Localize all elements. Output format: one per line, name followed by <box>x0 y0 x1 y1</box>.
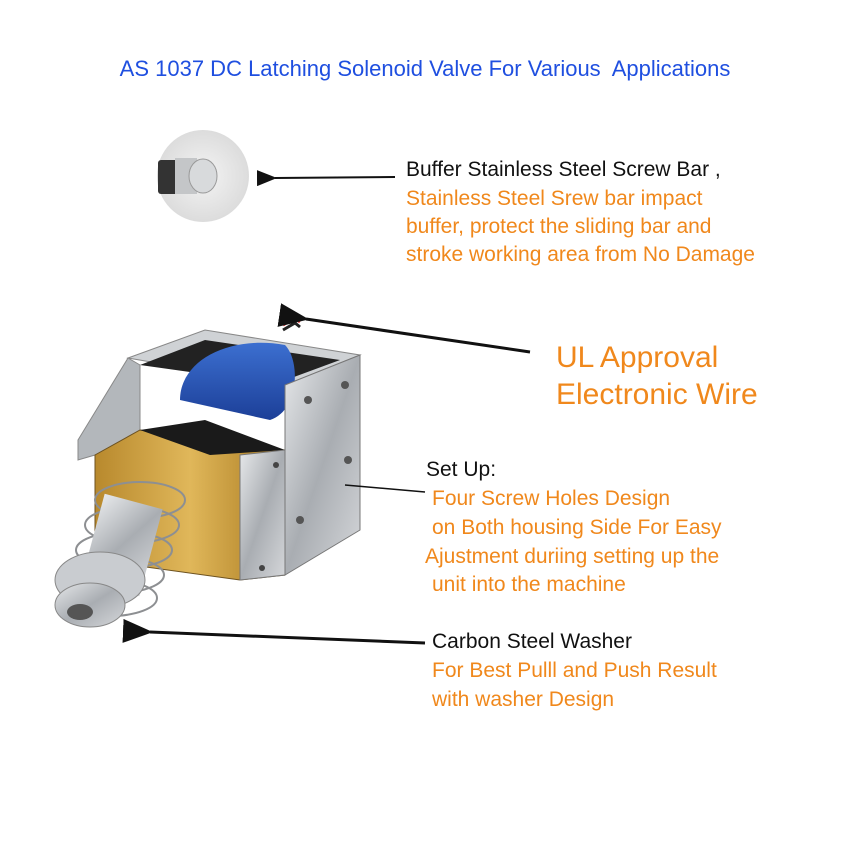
buffer-line: buffer, protect the sliding bar and <box>406 215 712 238</box>
buffer-arrow <box>256 170 396 187</box>
setup-line: on Both housing Side For Easy <box>432 516 722 539</box>
wire-arrow <box>277 303 531 354</box>
buffer-heading: Buffer Stainless Steel Screw Bar , <box>406 158 721 181</box>
wire-line: UL Approval <box>556 341 719 374</box>
wire-line: Electronic Wire <box>556 378 758 411</box>
page-title: AS 1037 DC Latching Solenoid Valve For V… <box>119 56 731 81</box>
setup-pointer-line <box>344 484 426 493</box>
washer-arrow <box>122 618 426 645</box>
washer-heading: Carbon Steel Washer <box>432 630 632 653</box>
washer-line: For Best Pulll and Push Result <box>432 659 717 682</box>
setup-line: Four Screw Holes Design <box>432 487 671 510</box>
buffer-line: Stainless Steel Srew bar impact <box>406 187 703 210</box>
setup-heading: Set Up: <box>426 458 497 481</box>
setup-line: Ajustment duriing setting up the <box>425 545 720 568</box>
setup-line: unit into the machine <box>432 573 626 596</box>
screw-bar-thumbnail <box>157 130 249 222</box>
buffer-line: stroke working area from No Damage <box>406 243 755 266</box>
washer-line: with washer Design <box>432 688 615 711</box>
solenoid-image <box>54 316 362 628</box>
